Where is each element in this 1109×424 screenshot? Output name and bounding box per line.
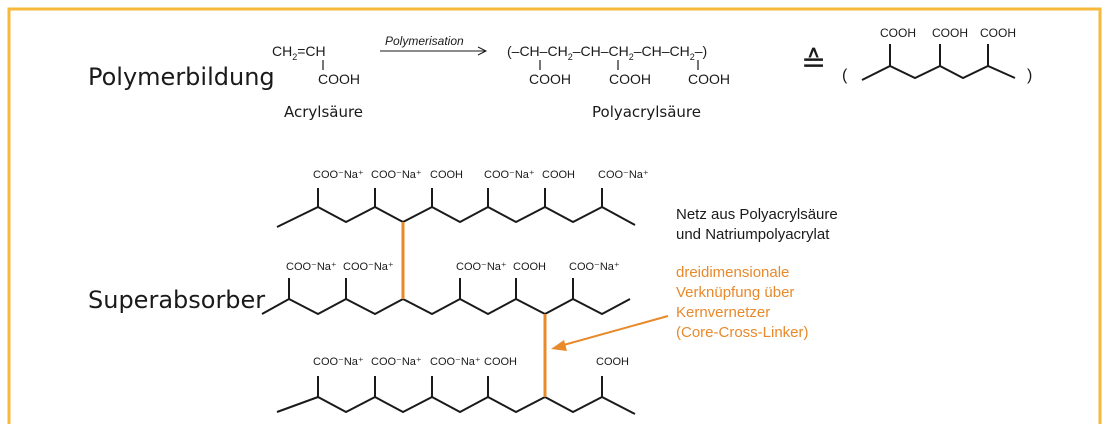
- note-crosslinker: dreidimensionale Verknüpfung über Kernve…: [676, 264, 809, 341]
- svg-text:COOH: COOH: [880, 26, 916, 40]
- svg-text:COO⁻Na⁺: COO⁻Na⁺: [313, 356, 364, 368]
- svg-text:COO⁻Na⁺: COO⁻Na⁺: [371, 169, 422, 181]
- svg-text:COOH: COOH: [932, 26, 968, 40]
- svg-text:COOH: COOH: [596, 356, 629, 368]
- svg-text:COOH: COOH: [513, 261, 546, 273]
- row-label-superabsorber: Superabsorber: [88, 286, 265, 314]
- svg-text:dreidimensionale: dreidimensionale: [676, 264, 789, 281]
- svg-text:COO⁻Na⁺: COO⁻Na⁺: [313, 169, 364, 181]
- monomer-name: Acrylsäure: [284, 103, 363, 121]
- crosslink-pointer-arrow: [551, 315, 669, 351]
- svg-text:COO⁻Na⁺: COO⁻Na⁺: [456, 261, 507, 273]
- frame-border: [7, 7, 1102, 424]
- monomer-acrylic-acid: CH2=CH COOH: [272, 43, 360, 87]
- skeletal-formula: ( ) COOH COOH COOH: [842, 26, 1032, 84]
- svg-text:COO⁻Na⁺: COO⁻Na⁺: [598, 169, 649, 181]
- svg-text:COOH: COOH: [484, 356, 517, 368]
- svg-text:COOH: COOH: [688, 71, 730, 87]
- svg-text:CH2=CH: CH2=CH: [272, 43, 326, 62]
- svg-text:Kernvernetzer: Kernvernetzer: [676, 304, 770, 321]
- polymer-chain-3: COO⁻Na⁺ COO⁻Na⁺ COO⁻Na⁺ COOH COOH: [276, 356, 636, 415]
- svg-text:COOH: COOH: [430, 169, 463, 181]
- svg-text:(–CH–CH2–CH–CH2–CH–CH2–): (–CH–CH2–CH–CH2–CH–CH2–): [507, 43, 707, 62]
- polymer-chain-1: COO⁻Na⁺ COO⁻Na⁺ COOH COO⁻Na⁺ COOH COO⁻Na…: [276, 169, 649, 228]
- equivalence-symbol: ≙: [801, 46, 826, 79]
- svg-text:): ): [1027, 67, 1032, 84]
- svg-text:(: (: [842, 67, 848, 84]
- svg-text:COO⁻Na⁺: COO⁻Na⁺: [430, 356, 481, 368]
- svg-text:COOH: COOH: [542, 169, 575, 181]
- svg-text:COO⁻Na⁺: COO⁻Na⁺: [484, 169, 535, 181]
- svg-text:COOH: COOH: [609, 71, 651, 87]
- svg-text:COO⁻Na⁺: COO⁻Na⁺: [371, 356, 422, 368]
- svg-text:COOH: COOH: [529, 71, 571, 87]
- row-label-polymerbildung: Polymerbildung: [88, 63, 275, 91]
- polymer-chain-2: COO⁻Na⁺ COO⁻Na⁺ COO⁻Na⁺ COOH COO⁻Na⁺: [261, 261, 631, 316]
- svg-text:und Natriumpolyacrylat: und Natriumpolyacrylat: [676, 226, 830, 243]
- reaction-arrow: Polymerisation: [380, 34, 488, 56]
- svg-text:Verknüpfung über: Verknüpfung über: [676, 284, 794, 301]
- note-network: Netz aus Polyacrylsäure und Natriumpolya…: [676, 206, 838, 243]
- svg-text:COO⁻Na⁺: COO⁻Na⁺: [569, 261, 620, 273]
- polymer-chain-formula: (–CH–CH2–CH–CH2–CH–CH2–) COOH COOH COOH: [507, 43, 730, 87]
- svg-text:(Core-Cross-Linker): (Core-Cross-Linker): [676, 324, 809, 341]
- svg-text:Netz aus Polyacrylsäure: Netz aus Polyacrylsäure: [676, 206, 838, 223]
- svg-text:COO⁻Na⁺: COO⁻Na⁺: [286, 261, 337, 273]
- polymer-name: Polyacrylsäure: [592, 103, 701, 121]
- svg-text:COOH: COOH: [980, 26, 1016, 40]
- arrow-label: Polymerisation: [385, 34, 464, 48]
- svg-text:COOH: COOH: [318, 71, 360, 87]
- svg-text:COO⁻Na⁺: COO⁻Na⁺: [343, 261, 394, 273]
